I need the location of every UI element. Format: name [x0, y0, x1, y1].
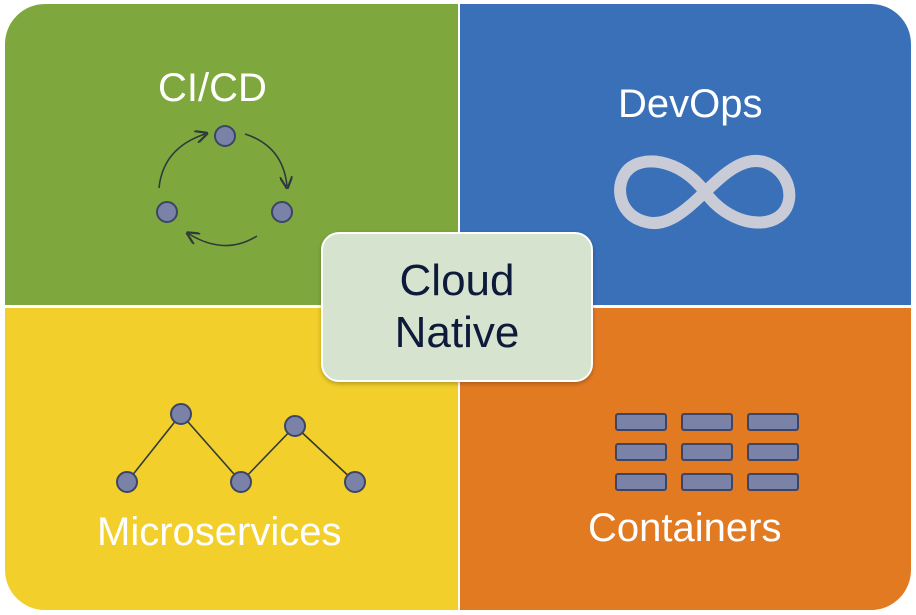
quadrant-containers: Containers	[460, 308, 911, 610]
cicd-label: CI/CD	[158, 66, 267, 110]
container-grid-icon	[615, 413, 799, 491]
cycle-icon	[156, 125, 305, 247]
cloud-native-line-1: Cloud	[399, 256, 515, 305]
network-nodes-icon	[116, 403, 366, 493]
microservices-label: Microservices	[97, 510, 342, 554]
infinity-icon	[614, 154, 796, 230]
cloud-native-line-2: Native	[394, 308, 520, 357]
cloud-native-box: Cloud Native	[321, 232, 593, 382]
containers-label: Containers	[588, 506, 782, 550]
devops-label: DevOps	[618, 82, 763, 126]
